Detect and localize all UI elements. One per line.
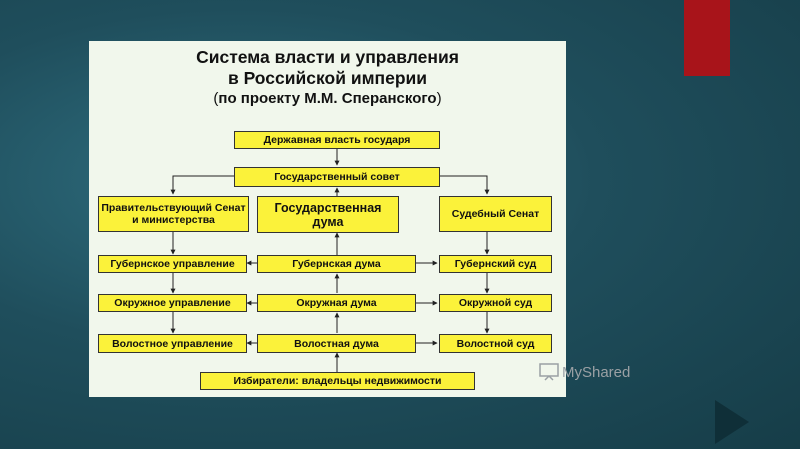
box-gub-court: Губернский суд (439, 255, 552, 273)
box-okr-administration: Окружное управление (98, 294, 247, 312)
box-vol-court: Волостной суд (439, 334, 552, 353)
decorative-red-bar (684, 0, 730, 76)
diagram-title-line1: Система власти и управления (196, 47, 459, 67)
box-judicial-senate: Судебный Сенат (439, 196, 552, 232)
box-vol-duma: Волостная дума (257, 334, 416, 353)
box-state-duma: Государственная дума (257, 196, 399, 233)
box-okr-duma: Окружная дума (257, 294, 416, 312)
subtitle-open-paren: ( (213, 90, 219, 107)
box-okr-court: Окружной суд (439, 294, 552, 312)
box-voters: Избиратели: владельцы недвижимости (200, 372, 475, 390)
diagram-panel: Система власти и управления в Российской… (89, 41, 630, 397)
box-gub-administration: Губернское управление (98, 255, 247, 273)
watermark-text: MyShared (562, 363, 631, 381)
box-sovereign-power: Державная власть государя (234, 131, 440, 149)
presentation-icon (539, 363, 559, 381)
box-state-council: Государственный совет (234, 167, 440, 187)
arrow-council-court-senate (440, 175, 490, 195)
subtitle-text: по проекту М.М. Сперанского (218, 90, 437, 107)
arrow-council-senate (170, 175, 234, 195)
decorative-triangle (715, 400, 749, 444)
diagram-subtitle: (по проекту М.М. Сперанского) (89, 90, 566, 107)
box-senate-ministries: Правительствующий Сенат и министерства (98, 196, 249, 232)
box-gub-duma: Губернская дума (257, 255, 416, 273)
watermark: MyShared (539, 363, 630, 381)
connector-lines (170, 149, 490, 372)
diagram-title-line2: в Российской империи (227, 68, 428, 88)
subtitle-close-paren: ) (436, 90, 442, 107)
box-vol-administration: Волостное управление (98, 334, 247, 353)
